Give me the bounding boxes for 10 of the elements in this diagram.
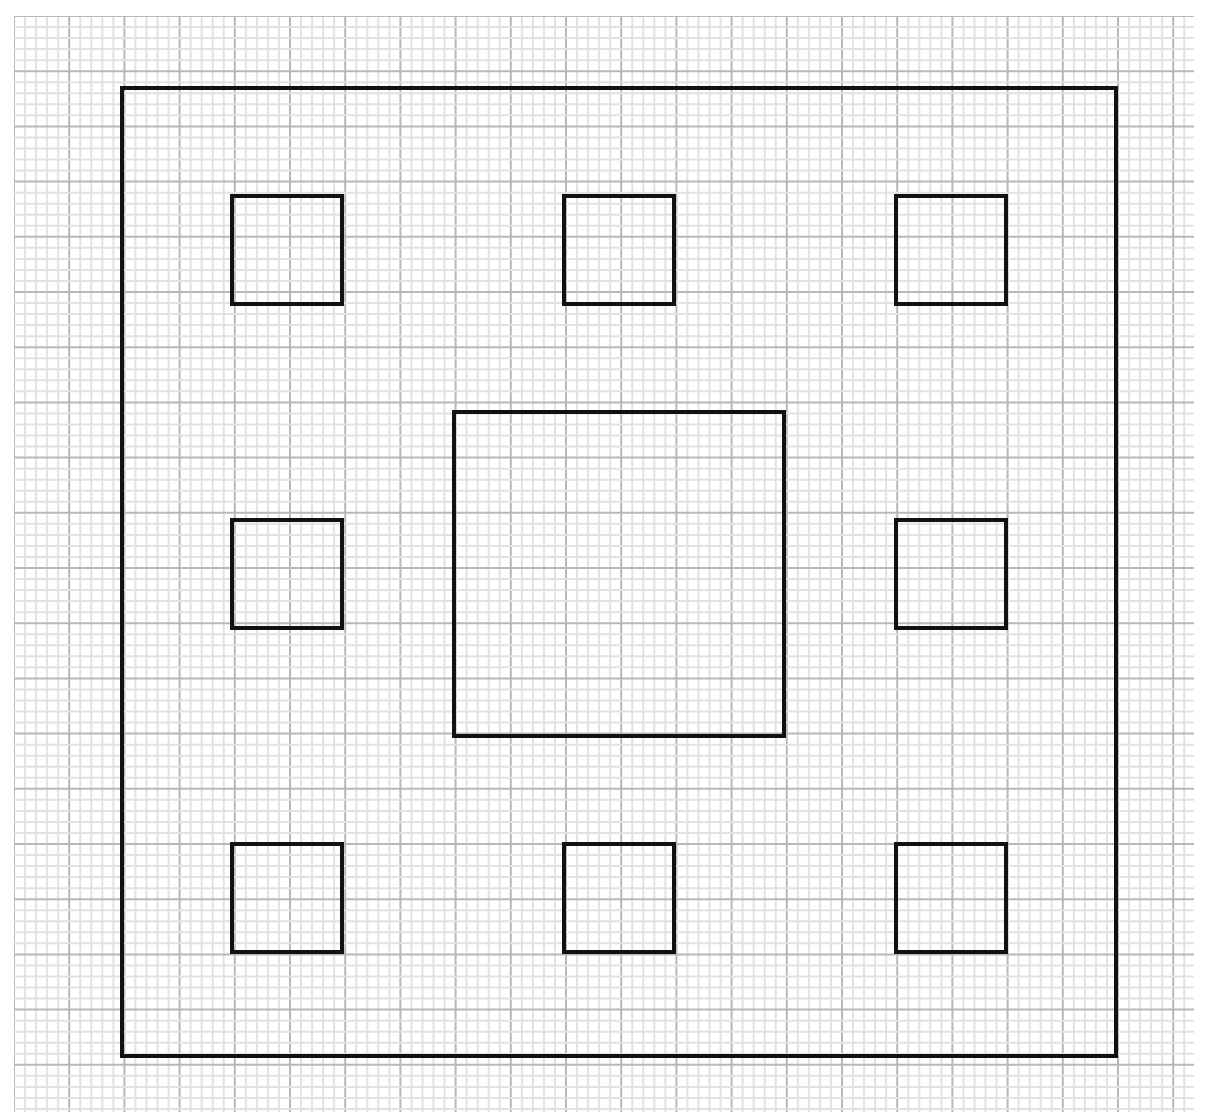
square-outline [230,518,344,630]
square-outline [894,842,1008,954]
square-outline [120,86,1118,1058]
square-outline [562,194,676,306]
square-outline [230,194,344,306]
square-outline [894,194,1008,306]
square-outline [894,518,1008,630]
square-outline [230,842,344,954]
square-outline [562,842,676,954]
square-outline [452,410,786,738]
